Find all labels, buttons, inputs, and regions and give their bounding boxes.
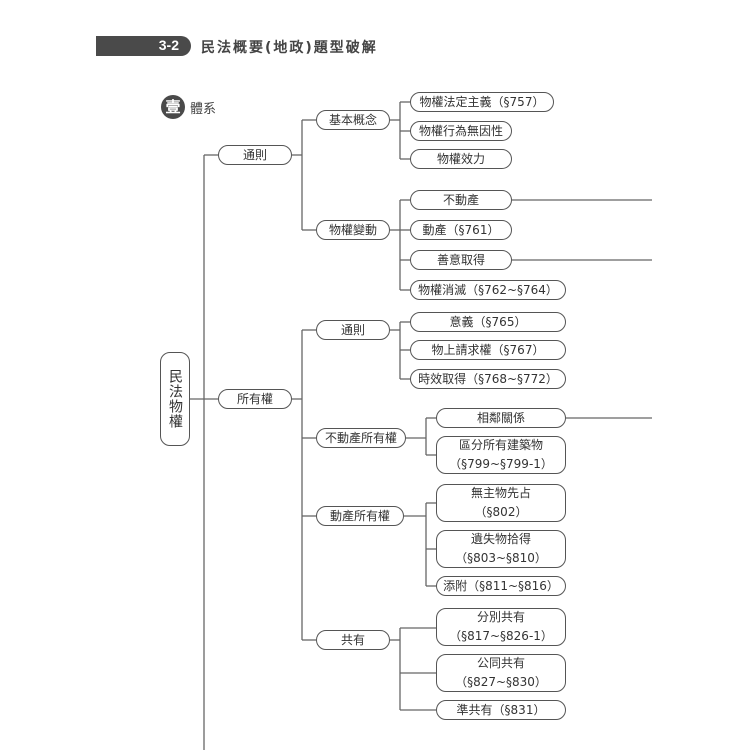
node-leaf: 物權消滅（§762~§764）	[410, 280, 566, 300]
node-leaf-line: 區分所有建築物	[458, 438, 543, 453]
node-leaf-line: （§799~§799-1）	[449, 457, 553, 471]
chapter-number: 3-2	[158, 37, 179, 53]
node-leaf: 遺失物拾得 （§803~§810）	[436, 530, 566, 568]
node-leaf-line: 分別共有	[476, 610, 525, 625]
node-leaf-line: 無主物先占	[470, 486, 531, 501]
node-leaf: 時效取得（§768~§772）	[410, 369, 566, 389]
chapter-title: 民法概要(地政)題型破解	[201, 40, 378, 56]
node-leaf: 公同共有 （§827~§830）	[436, 654, 566, 692]
node-general: 通則	[218, 145, 292, 165]
node-leaf: 相鄰關係	[436, 408, 566, 428]
node-leaf: 善意取得	[410, 250, 512, 270]
node-root: 民法物權	[160, 352, 190, 446]
section-badge-icon: 壹	[161, 95, 185, 119]
node-leaf-line: 公同共有	[476, 656, 525, 671]
node-ownership: 所有權	[218, 389, 292, 409]
node-co-ownership: 共有	[316, 630, 390, 650]
node-leaf: 物上請求權（§767）	[410, 340, 566, 360]
node-leaf: 準共有（§831）	[436, 700, 566, 720]
node-leaf: 不動產	[410, 190, 512, 210]
node-leaf-line: 遺失物拾得	[470, 532, 531, 547]
node-leaf: 分別共有 （§817~§826-1）	[436, 608, 566, 646]
node-leaf: 物權行為無因性	[410, 121, 512, 141]
chapter-tab: 3-2	[96, 36, 191, 56]
node-movable-ownership: 動產所有權	[316, 506, 404, 526]
section-label: 體系	[190, 102, 217, 117]
node-ownership-general: 通則	[316, 320, 390, 340]
node-leaf: 無主物先占 （§802）	[436, 484, 566, 522]
node-basic-concepts: 基本概念	[316, 110, 390, 130]
node-leaf: 物權效力	[410, 149, 512, 169]
node-real-estate-ownership: 不動產所有權	[316, 428, 406, 448]
node-leaf: 動產（§761）	[410, 220, 512, 240]
node-leaf-line: （§817~§826-1）	[449, 629, 553, 643]
node-leaf: 物權法定主義（§757）	[410, 92, 554, 112]
node-leaf: 區分所有建築物 （§799~§799-1）	[436, 436, 566, 474]
node-leaf: 意義（§765）	[410, 312, 566, 332]
node-leaf-line: （§803~§810）	[455, 551, 547, 565]
node-leaf-line: （§802）	[474, 505, 528, 519]
node-real-right-change: 物權變動	[316, 220, 390, 240]
node-leaf: 添附（§811~§816）	[436, 576, 566, 596]
node-leaf-line: （§827~§830）	[455, 675, 547, 689]
